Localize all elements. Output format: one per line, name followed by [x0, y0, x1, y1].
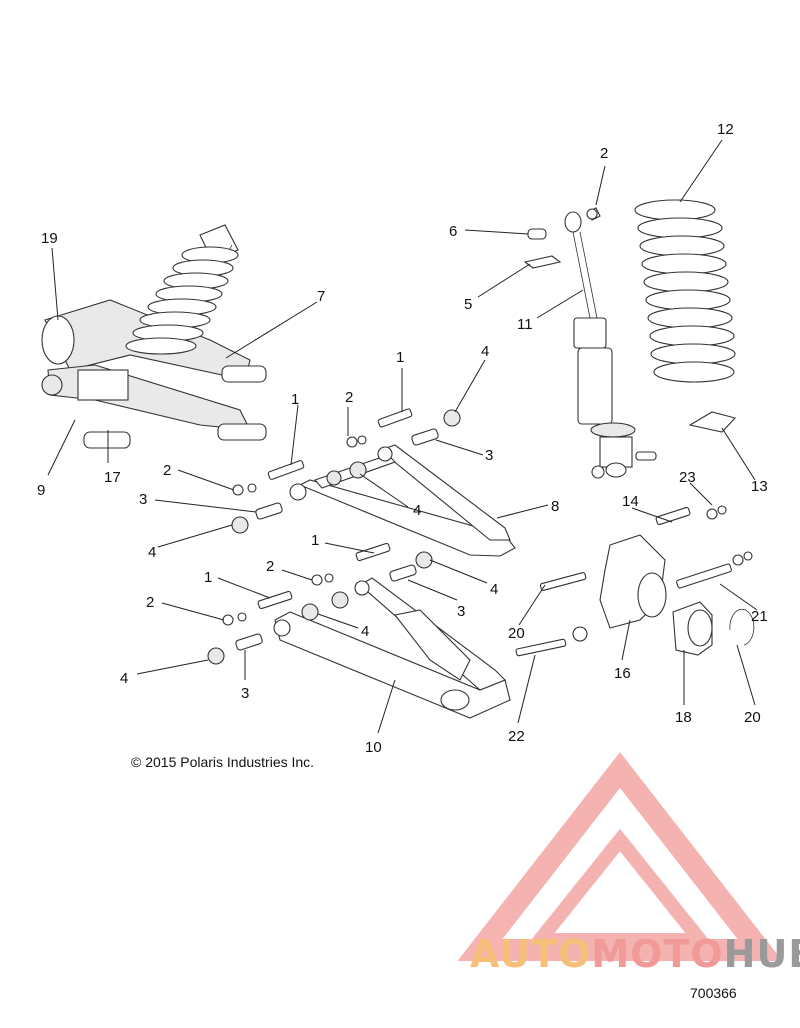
callout-2: 2 [146, 594, 154, 611]
callout-4: 4 [413, 502, 421, 519]
callout-9: 9 [37, 482, 45, 499]
callout-12: 12 [717, 121, 734, 138]
callout-3: 3 [139, 491, 147, 508]
watermark-part-2: MOTO [591, 932, 724, 976]
watermark-part-1: AUTO [470, 932, 592, 976]
callout-23: 23 [679, 469, 696, 486]
callout-1: 1 [396, 349, 404, 366]
upper-a-arm [289, 444, 516, 557]
diagram-id: 700366 [690, 985, 737, 1001]
callout-19: 20 [744, 709, 761, 726]
callout-2: 2 [345, 389, 353, 406]
callout-6: 6 [449, 223, 457, 240]
callout-labels: 19 7 9 17 1 4 2 1 3 4 2 3 4 8 1 2 4 1 2 … [37, 121, 768, 756]
callout-2: 2 [163, 462, 171, 479]
shock-absorber [523, 207, 657, 479]
callout-4: 4 [490, 581, 498, 598]
callout-8: 8 [551, 498, 559, 515]
callout-10: 10 [365, 739, 382, 756]
assembled-suspension [41, 224, 267, 449]
callout-20: 20 [508, 625, 525, 642]
callout-15: 17 [104, 469, 121, 486]
callout-3: 3 [241, 685, 249, 702]
callout-16: 16 [614, 665, 631, 682]
callout-21: 21 [751, 608, 768, 625]
hardware [207, 208, 753, 665]
callout-1: 1 [291, 391, 299, 408]
callout-4: 4 [148, 544, 156, 561]
callout-3: 3 [457, 603, 465, 620]
callout-1: 1 [311, 532, 319, 549]
coil-spring [634, 199, 737, 433]
callout-2: 2 [600, 145, 608, 162]
callout-4: 4 [481, 343, 489, 360]
callout-18: 18 [675, 709, 692, 726]
watermark-text: AUTOMOTOHUB [470, 935, 800, 973]
watermark-logo [457, 752, 783, 961]
callout-7: 7 [317, 288, 325, 305]
callout-4: 4 [120, 670, 128, 687]
callout-13: 13 [751, 478, 768, 495]
callout-5: 5 [464, 296, 472, 313]
leader-lines [47, 139, 758, 734]
watermark-part-3: HUB [723, 932, 800, 976]
callout-17: 19 [41, 230, 58, 247]
callout-4: 4 [361, 623, 369, 640]
knuckle-bearing [599, 534, 755, 656]
lower-a-arm [273, 577, 511, 719]
callout-1: 1 [204, 569, 212, 586]
copyright-notice: © 2015 Polaris Industries Inc. [131, 754, 315, 770]
callout-3: 3 [485, 447, 493, 464]
callout-11: 11 [517, 316, 533, 333]
callout-22: 22 [508, 728, 525, 745]
callout-2: 2 [266, 558, 274, 575]
callout-14: 14 [622, 493, 639, 510]
